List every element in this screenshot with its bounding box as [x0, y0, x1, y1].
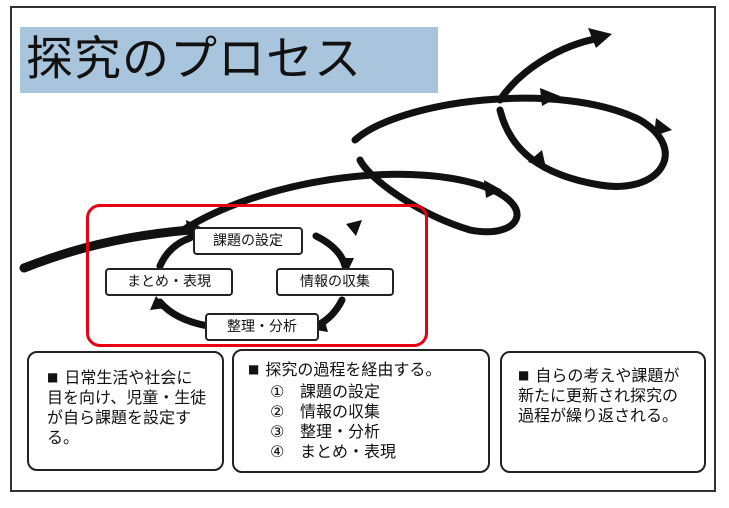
spiral-end-arrowhead	[588, 28, 612, 48]
page-title: 探究のプロセス	[20, 27, 438, 93]
cycle-path-top-left	[156, 234, 194, 270]
bullet-icon: ■	[47, 370, 59, 384]
info-right-text: 自らの考えや課題が新たに更新され探究の過程が繰り返される。	[518, 366, 680, 425]
spiral-arrowhead-1	[484, 180, 502, 198]
info-left-text: 日常生活や社会に目を向け、児童・生徒が自ら課題を設定する。	[47, 368, 207, 447]
cycle-arrowhead-left	[150, 296, 166, 310]
info-center-heading: 探究の過程を経由する。	[265, 360, 442, 379]
spiral-arrowhead-3	[540, 88, 560, 106]
info-box-right: ■自らの考えや課題が新たに更新され探究の過程が繰り返される。	[500, 351, 706, 473]
stage-setting: 課題の設定	[193, 227, 303, 255]
stage-collecting: 情報の収集	[276, 268, 394, 296]
spiral-arrowhead-5	[528, 150, 546, 168]
bullet-icon: ■	[248, 362, 260, 376]
cycle-arrowhead-right	[338, 258, 354, 273]
entry-arrow-path	[19, 225, 195, 273]
info-box-left: ■日常生活や社会に目を向け、児童・生徒が自ら課題を設定する。	[27, 351, 224, 471]
cycle-highlight-box	[86, 204, 428, 347]
spiral-path-3	[496, 34, 604, 104]
bullet-icon: ■	[518, 368, 530, 382]
spiral-arrowhead-4	[654, 118, 672, 136]
stage-analysis: 整理・分析	[205, 313, 319, 341]
spiral-arrowhead-2	[346, 220, 362, 236]
stage-summary: まとめ・表現	[105, 268, 233, 296]
